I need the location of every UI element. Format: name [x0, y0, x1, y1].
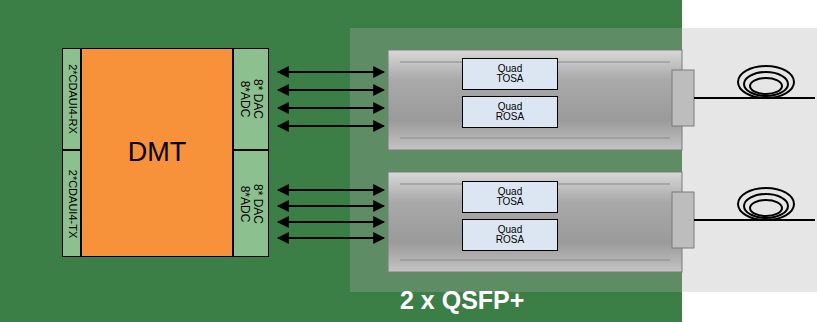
bidirectional-arrow [278, 237, 384, 239]
interface-strip: 2*CDAUI4-RX [62, 48, 81, 150]
module-caption: 2 x QSFP+ [400, 286, 524, 315]
bidirectional-arrow [278, 71, 384, 73]
optical-subassembly: Quad TOSA [462, 181, 558, 213]
box-label: Quad TOSA [488, 187, 532, 208]
dsp-block: DMT [81, 48, 233, 257]
qsfp-module [388, 172, 694, 272]
bidirectional-arrow [278, 189, 384, 191]
fiber-coil [694, 188, 815, 220]
optical-subassembly: Quad ROSA [462, 96, 558, 128]
bidirectional-arrow [278, 125, 384, 127]
box-label: 2*CDAUI4-TX [66, 169, 78, 237]
bidirectional-arrow [278, 107, 384, 109]
fiber-coil [694, 66, 815, 98]
bidirectional-arrow [278, 221, 384, 223]
box-label: 2*CDAUI4-RX [66, 64, 78, 134]
box-label: Quad TOSA [488, 64, 532, 85]
bidirectional-arrow [278, 205, 384, 207]
converter-block: 8* DAC 8*ADC [233, 150, 269, 257]
optical-subassembly: Quad ROSA [462, 219, 558, 251]
optical-subassembly: Quad TOSA [462, 58, 558, 90]
module-photo-area [350, 28, 682, 292]
box-label: 8* DAC 8*ADC [238, 184, 263, 224]
box-label: DMT [128, 138, 186, 166]
interface-strip: 2*CDAUI4-TX [62, 150, 81, 257]
converter-block: 8* DAC 8*ADC [233, 48, 269, 150]
box-label: Quad ROSA [488, 225, 532, 246]
pcb-board [0, 0, 682, 322]
box-label: 8* DAC 8*ADC [238, 79, 263, 119]
bidirectional-arrow [278, 89, 384, 91]
box-label: Quad ROSA [488, 102, 532, 123]
qsfp-module [388, 50, 694, 150]
signal-arrows [278, 72, 384, 238]
photo-background [682, 28, 817, 292]
